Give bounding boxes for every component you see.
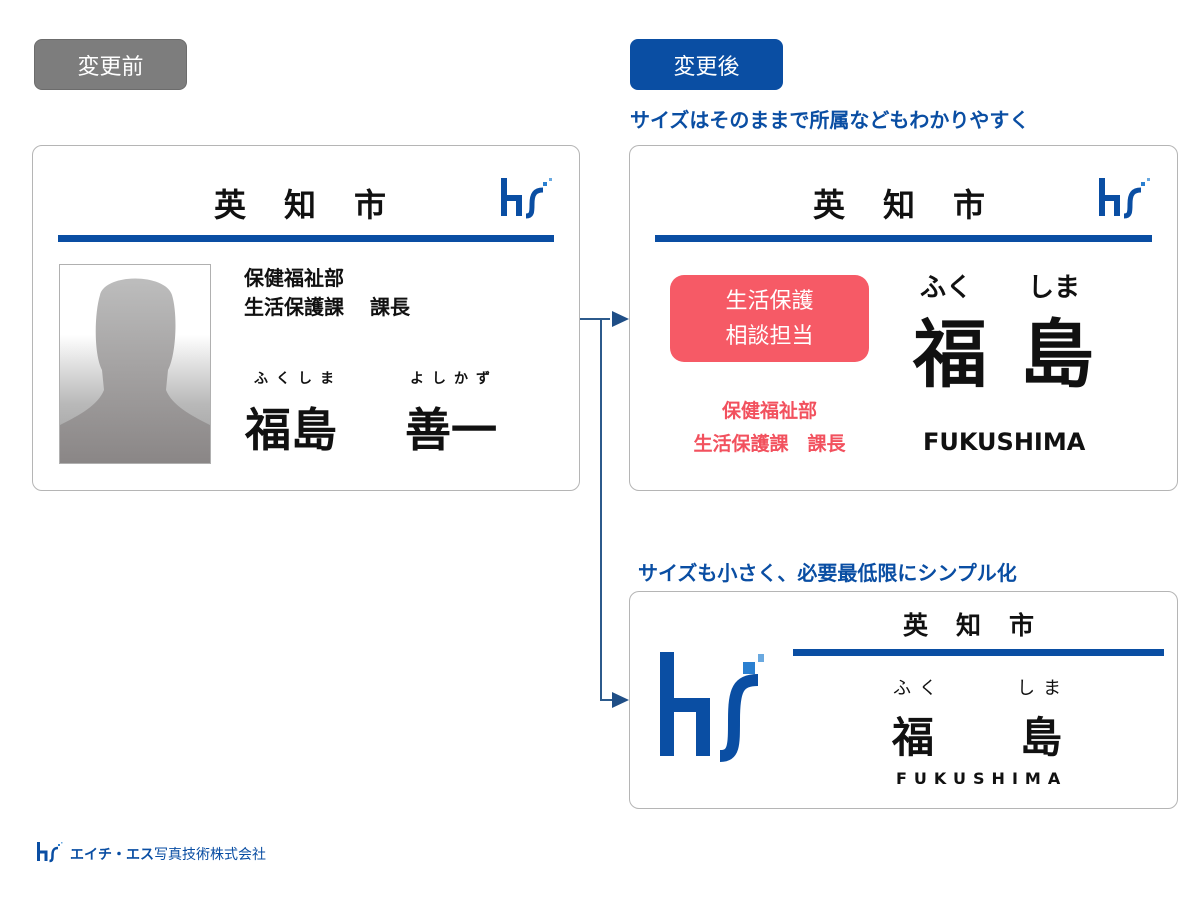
city-char: 市 xyxy=(354,186,387,224)
arrow-right-icon xyxy=(612,311,630,331)
before-label-text: 変更前 xyxy=(77,54,144,80)
connector-line xyxy=(580,318,610,320)
given-name: 善一 xyxy=(405,403,497,457)
after1-section-title: 生活保護課 課長 xyxy=(693,433,846,455)
section-text: 生活保護課 xyxy=(244,295,344,319)
before-department: 保健福祉部 生活保護課 課長 xyxy=(244,264,410,322)
role-line1: 生活保護 xyxy=(725,288,814,314)
before-label: 変更前 xyxy=(34,39,187,90)
caption-after-card2: サイズも小さく、必要最低限にシンプル化 xyxy=(638,561,1017,585)
after-label: 変更後 xyxy=(630,39,783,90)
after-id-card-compact xyxy=(629,591,1178,809)
before-header-bar xyxy=(58,235,554,242)
city-char: 知 xyxy=(883,186,916,224)
city-char: 英 xyxy=(903,611,929,640)
city-char: 市 xyxy=(953,186,986,224)
after2-kana-1: ふく xyxy=(893,678,945,699)
after1-city-name: 英知市 xyxy=(813,180,985,226)
city-char: 知 xyxy=(284,186,317,224)
hs-logo-icon xyxy=(36,840,64,868)
caption-after-card1: サイズはそのままで所属などもわかりやすく xyxy=(630,108,1030,132)
connector-line xyxy=(600,699,616,701)
city-char: 知 xyxy=(956,611,982,640)
after-label-text: 変更後 xyxy=(673,54,740,80)
person-silhouette-icon xyxy=(59,264,211,464)
after1-romaji: FUKUSHIMA xyxy=(923,428,1086,456)
city-char: 市 xyxy=(1009,611,1035,640)
company-name-kanji: 写真技術株式会社 xyxy=(154,847,266,863)
hs-logo-icon xyxy=(658,650,768,766)
after2-kana-2: しま xyxy=(1017,678,1069,699)
after2-surname-2: 島 xyxy=(1020,713,1063,762)
surname: 福島 xyxy=(245,403,337,457)
city-char: 英 xyxy=(813,186,846,224)
after1-kana-2: しま xyxy=(1028,273,1081,303)
surname-kana: ふくしま xyxy=(254,371,342,387)
company-name: エイチ・エス写真技術株式会社 xyxy=(70,844,266,864)
after1-kana-1: ふく xyxy=(920,273,973,303)
given-kana: よしかず xyxy=(410,371,498,387)
hs-logo-icon xyxy=(1097,176,1153,224)
after1-surname-1: 福 xyxy=(913,312,987,398)
before-city-name: 英知市 xyxy=(214,180,386,226)
arrow-right-icon xyxy=(612,692,630,712)
after1-department: 保健福祉部 xyxy=(721,400,817,422)
department-text: 保健福祉部 xyxy=(244,266,344,290)
city-char: 英 xyxy=(214,186,247,224)
role-line2: 相談担当 xyxy=(725,323,814,349)
company-footer: エイチ・エス写真技術株式会社 xyxy=(36,840,266,868)
after1-surname-2: 島 xyxy=(1020,312,1094,398)
connector-line xyxy=(600,318,602,700)
after1-header-bar xyxy=(655,235,1152,242)
role-badge: 生活保護 相談担当 xyxy=(670,275,869,362)
after2-city-name: 英知市 xyxy=(903,606,1034,642)
after2-romaji: FUKUSHIMA xyxy=(896,769,1068,788)
title-text: 課長 xyxy=(370,295,410,319)
after2-surname-1: 福 xyxy=(892,713,935,762)
hs-logo-icon xyxy=(499,176,555,224)
company-name-kana: エイチ・エス xyxy=(70,847,154,863)
after2-header-bar xyxy=(793,649,1164,656)
